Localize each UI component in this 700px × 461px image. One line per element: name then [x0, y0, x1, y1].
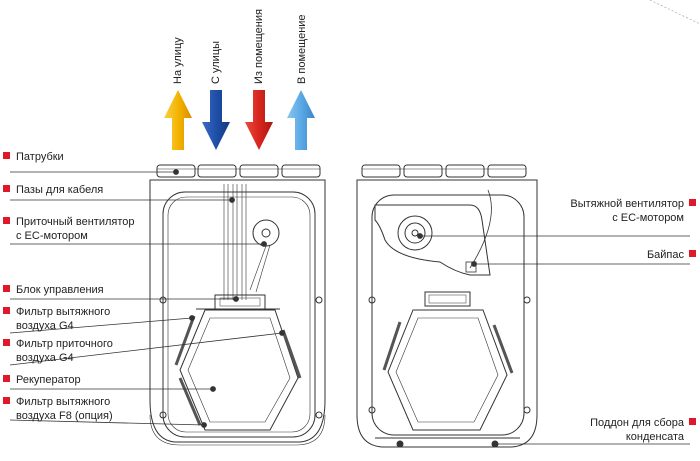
airflow-label-outdoor-exhaust: На улицу	[172, 37, 184, 84]
marker-recuperator	[3, 375, 10, 382]
spigots-left	[156, 164, 321, 178]
marker-supply-filter-g4	[3, 339, 10, 346]
marker-spigots	[3, 152, 10, 159]
airflow-label-room-supply: В помещение	[296, 14, 308, 84]
marker-bypass	[689, 250, 696, 257]
marker-cable-grooves	[3, 185, 10, 192]
arrow-room-supply	[287, 90, 315, 150]
leader-lines-right	[417, 233, 690, 447]
marker-extract-filter-f8	[3, 397, 10, 404]
leader-lines-left	[9, 169, 285, 428]
marker-extract-filter-g4	[3, 307, 10, 314]
right-unit	[356, 164, 538, 448]
label-cable-grooves: Пазы для кабеля	[16, 184, 104, 196]
arrow-outdoor-exhaust	[164, 90, 192, 150]
marker-control-block	[3, 285, 10, 292]
corner-line	[649, 0, 700, 25]
marker-condensate-tray	[689, 418, 696, 425]
airflow-label-outdoor-intake: С улицы	[210, 40, 222, 84]
left-unit	[149, 164, 326, 446]
marker-exhaust-fan	[689, 199, 696, 206]
airflow-label-room-extract: Из помещения	[253, 9, 265, 84]
arrow-outdoor-intake	[202, 90, 230, 150]
label-bypass: Байпас	[646, 249, 684, 261]
spigots-right	[361, 164, 527, 178]
arrow-room-extract	[245, 90, 273, 150]
label-spigots: Патрубки	[16, 151, 64, 163]
label-control-block: Блок управления	[16, 284, 104, 296]
label-recuperator: Рекуператор	[16, 374, 81, 386]
marker-supply-fan	[3, 217, 10, 224]
